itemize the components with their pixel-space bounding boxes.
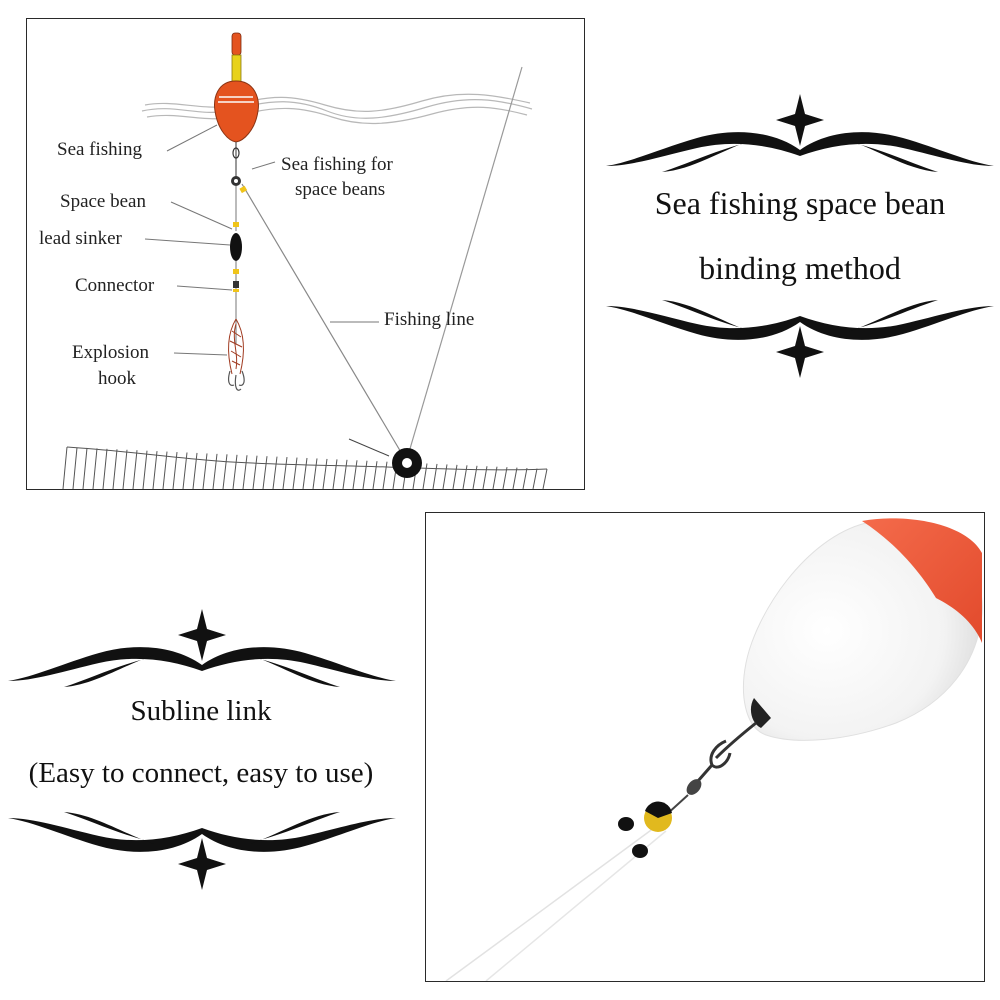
seabed — [66, 446, 548, 471]
product-photo-panel — [425, 512, 985, 982]
leader-lines — [144, 124, 379, 356]
subline-title: Subline link — [130, 695, 272, 727]
seabed-hatch — [342, 459, 348, 489]
subline-subtitle: (Easy to connect, easy to use) — [28, 757, 374, 789]
label-space-bean: Space bean — [60, 191, 146, 212]
seabed-hatch — [162, 451, 168, 489]
seabed-hatch — [502, 467, 508, 489]
rig-line — [228, 142, 245, 391]
seabed-hatch — [172, 451, 178, 489]
seabed-hatch — [492, 466, 498, 489]
label-bean-swivel-line2: space beans — [295, 179, 386, 200]
seabed-hatch — [252, 455, 258, 489]
seabed-hatch — [82, 447, 88, 489]
seabed-hatch — [212, 453, 218, 489]
label-bean-swivel-line1: Sea fishing for — [281, 154, 393, 175]
seabed-hatch — [312, 458, 318, 489]
seabed-hatch — [232, 454, 238, 489]
sub-line — [241, 183, 406, 460]
rig-diagram-panel: Sea fishing Sea fishing for space beans … — [26, 18, 585, 490]
seabed-hatch — [382, 461, 388, 489]
connector — [233, 281, 239, 288]
rig-diagram — [62, 32, 548, 489]
seabed-hatch — [132, 450, 138, 489]
seabed-hatch — [472, 465, 478, 489]
seabed-hatch — [462, 465, 468, 489]
seabed-hatch — [92, 448, 98, 489]
seabed-hatch — [262, 456, 268, 489]
seabed-hatch — [62, 446, 68, 489]
lead-sinker — [230, 233, 242, 261]
space-bean — [233, 222, 239, 227]
product-photo — [445, 518, 983, 981]
seabed-hatch — [522, 467, 528, 489]
label-lead-sinker: lead sinker — [39, 228, 122, 249]
seabed-hatch — [302, 457, 308, 489]
seabed-hatch — [442, 464, 448, 489]
ornament-top-right-upper — [606, 94, 994, 172]
label-explosion-hook-line2: hook — [98, 368, 136, 389]
float-photo — [743, 518, 983, 741]
title-line2: binding method — [699, 250, 901, 286]
ornament-top-right-lower — [606, 300, 994, 378]
seabed-hatch — [372, 461, 378, 489]
seabed-hatch — [482, 466, 488, 489]
ornament-bottom-left-upper — [8, 609, 396, 687]
seabed-hatch — [352, 460, 358, 489]
seabed-hatch — [182, 452, 188, 489]
seabed-hatch — [72, 447, 78, 489]
seabed-hatch — [152, 451, 158, 489]
seabed-hatch — [292, 457, 298, 489]
label-explosion-hook-line1: Explosion — [72, 342, 150, 363]
seabed-hatch — [332, 459, 338, 489]
explosion-hook — [228, 318, 244, 375]
space-bean-photo — [618, 801, 672, 858]
label-fishing-line: Fishing line — [384, 309, 475, 330]
seabed-hatch — [362, 460, 368, 489]
seabed-hatch — [542, 468, 548, 489]
seabed-hatch — [452, 464, 458, 489]
seabed-hatch — [532, 468, 538, 489]
seabed-hatch — [242, 455, 248, 489]
seabed-hatch — [112, 449, 118, 489]
seabed-hatch — [432, 463, 438, 489]
seabed-hatch — [222, 454, 228, 489]
ornament-bottom-left-lower — [8, 812, 396, 890]
float — [214, 32, 259, 143]
seabed-hatch — [282, 457, 288, 489]
seabed-hatch — [192, 452, 198, 489]
seabed-hatch — [122, 449, 128, 489]
seabed-hatch — [322, 458, 328, 489]
snap-swivel — [696, 721, 757, 782]
seabed-hatch — [272, 456, 278, 489]
label-float: Sea fishing — [57, 139, 142, 160]
seabed-hatch — [142, 450, 148, 489]
title-line1: Sea fishing space bean — [654, 185, 946, 221]
seabed-hatch — [422, 463, 428, 489]
seabed-hatch — [102, 448, 108, 489]
seabed-hatch — [512, 467, 518, 489]
fishing-line — [406, 66, 523, 460]
label-connector: Connector — [75, 275, 155, 296]
water-surface — [141, 93, 533, 125]
seabed-hatch — [202, 453, 208, 489]
